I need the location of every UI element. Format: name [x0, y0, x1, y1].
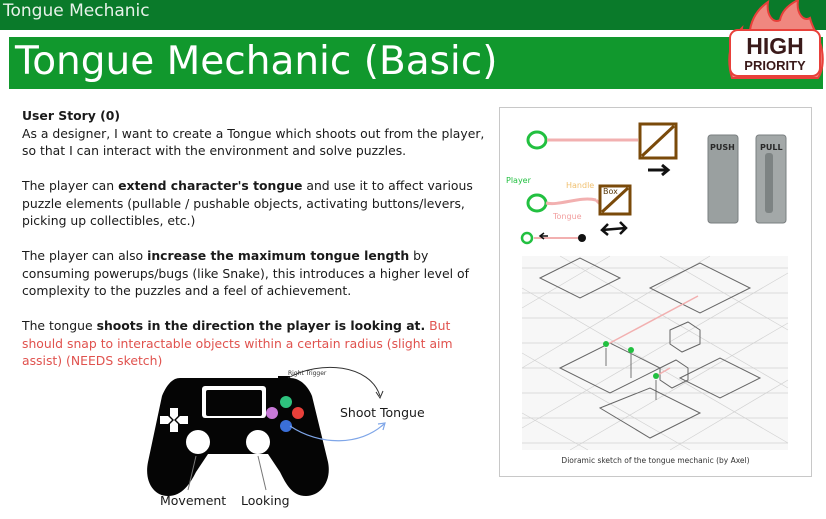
right-stick	[246, 430, 270, 454]
button-red	[292, 407, 304, 419]
section-header: Tongue Mechanic	[0, 0, 826, 30]
section-title: Tongue Mechanic	[3, 1, 150, 21]
dpad-icon	[160, 408, 188, 432]
story-heading: User Story (0)	[22, 108, 121, 123]
button-green	[280, 396, 292, 408]
story-intro: As a designer, I want to create a Tongue…	[22, 125, 485, 159]
movement-label: Movement	[160, 493, 227, 508]
pull-label: PULL	[760, 143, 783, 152]
push-label: PUSH	[710, 143, 735, 152]
looking-label: Looking	[241, 493, 290, 508]
title-banner: Tongue Mechanic (Basic)	[9, 37, 823, 89]
sketch-caption: Dioramic sketch of the tongue mechanic (…	[561, 456, 750, 465]
sketch-figure: Player Handle Box Tongue PUSH PULL Diora…	[499, 107, 812, 477]
button-purple	[266, 407, 278, 419]
high-priority-badge: HIGH PRIORITY	[728, 0, 824, 79]
story-paragraph-tongue: The player can extend character's tongue…	[22, 178, 473, 228]
sketch-drawing	[520, 122, 789, 451]
badge-line1: HIGH	[746, 33, 804, 59]
shoot-tongue-label: Shoot Tongue	[340, 405, 425, 420]
player-label: Player	[506, 176, 531, 185]
badge-line2: PRIORITY	[744, 58, 806, 73]
left-stick	[186, 430, 210, 454]
button-blue	[280, 420, 292, 432]
badge-plate	[729, 29, 821, 77]
right-trigger-label: Right Trigger	[288, 370, 327, 377]
user-story: User Story (0) As a designer, I want to …	[22, 107, 492, 387]
slide-title: Tongue Mechanic (Basic)	[15, 39, 498, 84]
story-paragraph-direction: The tongue shoots in the direction the p…	[22, 318, 453, 368]
handle-label: Handle	[566, 181, 595, 190]
box-label: Box	[603, 187, 618, 196]
gamepad-diagram	[147, 366, 386, 496]
story-paragraph-length: The player can also increase the maximum…	[22, 248, 469, 298]
tongue-label: Tongue	[553, 212, 582, 221]
